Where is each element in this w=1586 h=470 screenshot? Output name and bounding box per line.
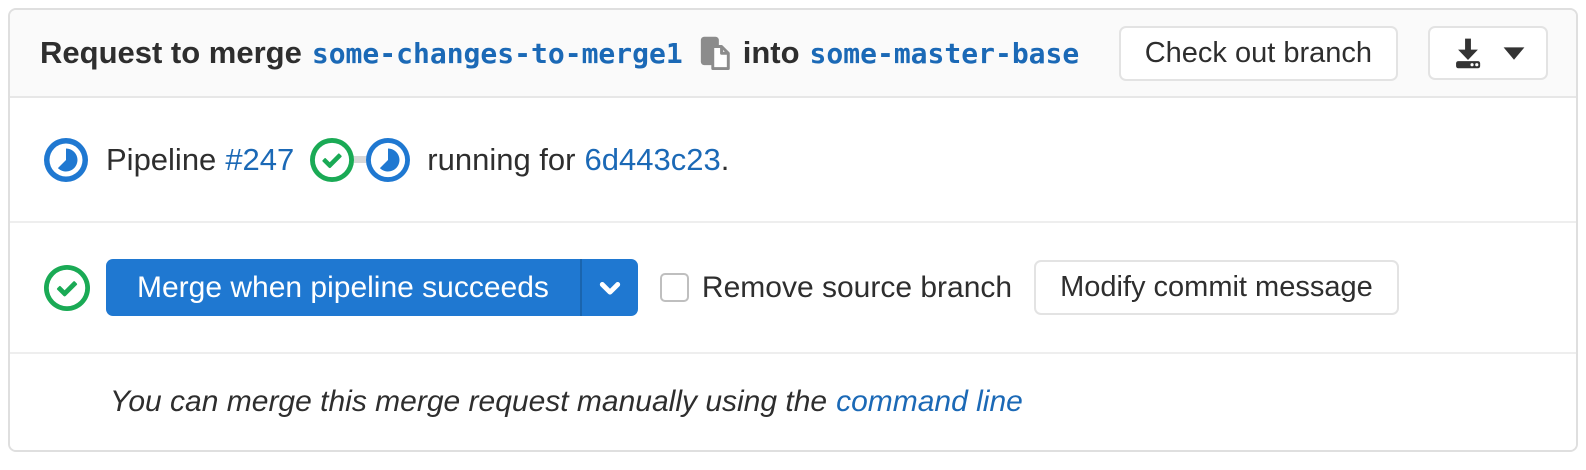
running-icon[interactable] [366,137,411,182]
sentence-period: . [720,141,730,177]
merge-options-dropdown-button[interactable] [579,259,638,316]
commit-sha-link[interactable]: 6d443c23 [584,141,721,177]
pipeline-mini-graph [310,137,411,182]
success-check-icon [44,264,90,311]
success-icon[interactable] [310,137,355,182]
copy-to-clipboard-icon [695,34,731,72]
running-icon[interactable] [44,137,88,182]
merge-when-pipeline-succeeds-button[interactable]: Merge when pipeline succeeds [106,259,580,316]
caret-down-icon [1502,45,1526,61]
pipeline-status-text: running for [427,141,576,177]
request-to-merge-label: Request to merge [40,35,302,70]
source-branch-link[interactable]: some-changes-to-merge1 [311,36,683,70]
merge-button-group: Merge when pipeline succeeds [106,259,638,316]
remove-source-branch-checkbox[interactable] [659,273,689,302]
target-branch-link[interactable]: some-master-base [809,36,1080,70]
check-out-branch-button[interactable]: Check out branch [1118,25,1398,81]
manual-merge-text: You can merge this merge request manuall… [110,385,828,418]
pipeline-status-row: Pipeline #247 r [10,98,1576,223]
chevron-down-icon [596,274,624,302]
pipeline-label: Pipeline [106,141,217,177]
stage-connector [352,156,369,163]
remove-source-branch-label: Remove source branch [701,270,1013,304]
merge-controls-row: Merge when pipeline succeeds Remove sour… [10,223,1576,354]
download-icon [1450,35,1486,71]
copy-branch-name-button[interactable] [695,34,731,72]
pipeline-number-link[interactable]: #247 [225,141,295,177]
merge-request-widget: Request to merge some-changes-to-merge1 … [8,8,1578,452]
merge-request-header: Request to merge some-changes-to-merge1 … [10,10,1576,98]
manual-merge-hint: You can merge this merge request manuall… [10,354,1576,450]
download-dropdown-button[interactable] [1428,26,1548,80]
remove-source-branch-option[interactable]: Remove source branch [659,270,1013,305]
into-label: into [742,35,800,70]
command-line-link[interactable]: command line [836,385,1023,418]
modify-commit-message-button[interactable]: Modify commit message [1034,260,1399,315]
